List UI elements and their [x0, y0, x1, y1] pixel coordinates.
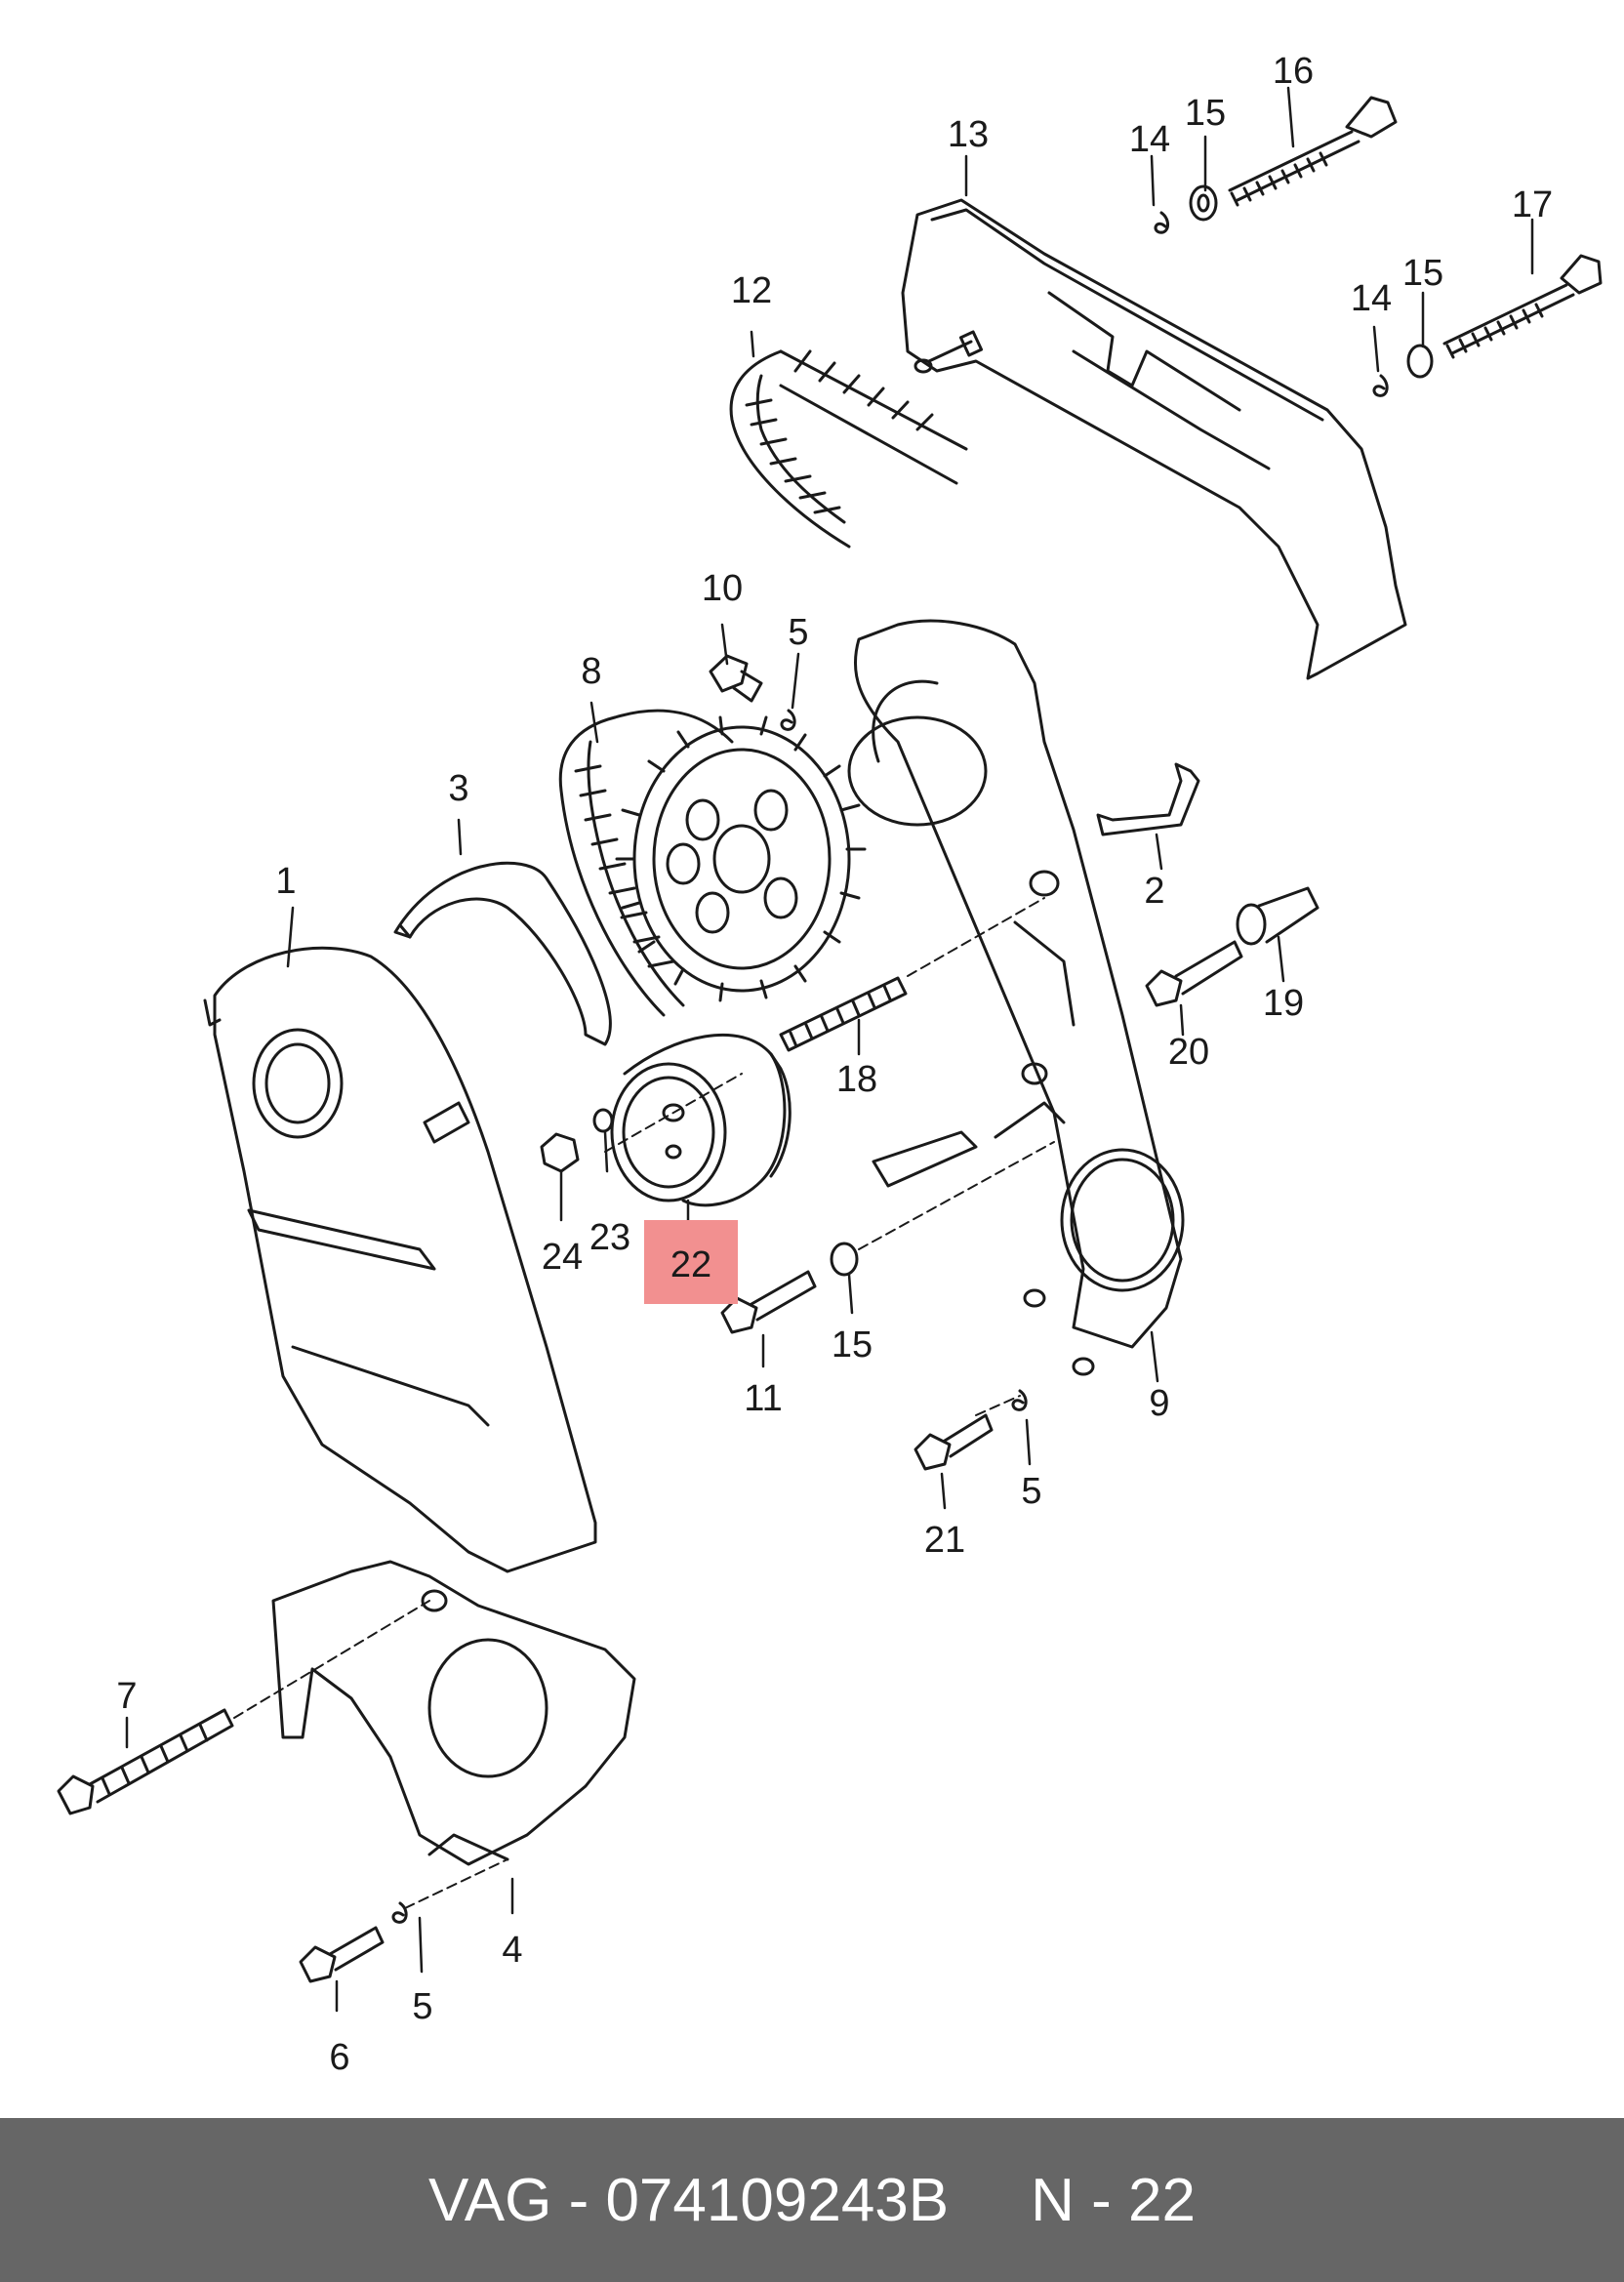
upper-timing-cover [901, 198, 1407, 680]
callout-14-upper: 14 [1129, 119, 1170, 160]
callout-5-top: 5 [788, 612, 808, 653]
callout-23: 23 [589, 1217, 630, 1258]
callout-22: 22 [670, 1244, 711, 1285]
callout-14-right: 14 [1351, 278, 1392, 319]
callout-10: 10 [702, 568, 743, 609]
upper-bolt-16 [1228, 96, 1398, 207]
lower-shield-4 [271, 1560, 636, 1866]
callout-15-lower: 15 [832, 1324, 873, 1365]
bolt-6 [299, 1926, 385, 1983]
callout-17: 17 [1512, 184, 1553, 225]
highlight-box [644, 1220, 738, 1304]
upper-bolt-17 [1442, 254, 1603, 359]
parts-diagram: 1 3 8 10 5 12 13 14 15 16 17 14 15 2 19 … [57, 51, 1603, 2078]
belt-guard-3 [393, 861, 612, 1046]
washer-15-right [1406, 344, 1434, 379]
callout-21: 21 [924, 1520, 965, 1561]
timing-belt-upper [729, 349, 968, 549]
reference-label: N - 22 [1031, 2166, 1196, 2234]
callout-13: 13 [948, 114, 989, 155]
callout-20: 20 [1168, 1032, 1209, 1073]
washer-15-lower [830, 1242, 859, 1277]
nut-24 [540, 1132, 580, 1173]
washer-15-upper [1189, 184, 1218, 222]
callout-4: 4 [502, 1930, 522, 1971]
spring-washer-5-top [780, 709, 796, 731]
callout-18: 18 [836, 1059, 877, 1100]
tensioner-pulley-22 [610, 1033, 792, 1207]
spring-washer-5-lower [391, 1901, 408, 1924]
callout-12: 12 [731, 270, 772, 311]
callout-labels: 1 3 8 10 5 12 13 14 15 16 17 14 15 2 19 … [116, 51, 1553, 2078]
part-number-label: VAG - 074109243B [428, 2166, 950, 2234]
callout-8: 8 [581, 651, 601, 692]
stud-18 [779, 976, 908, 1052]
timing-belt-lower [558, 709, 734, 1017]
rear-timing-plate [847, 619, 1185, 1376]
callout-5-right: 5 [1021, 1471, 1041, 1512]
spring-washer-14-right [1372, 374, 1389, 397]
bolt-20 [1145, 940, 1243, 1007]
callout-5-lower: 5 [412, 1986, 432, 2027]
timing-belt-exploded-view: 1 3 8 10 5 12 13 14 15 16 17 14 15 2 19 … [57, 51, 1603, 2078]
callout-9: 9 [1149, 1383, 1169, 1424]
callout-16: 16 [1273, 51, 1314, 92]
callout-7: 7 [116, 1676, 137, 1717]
alignment-lines [233, 897, 1055, 1909]
clip-2 [1096, 762, 1200, 836]
callout-24: 24 [542, 1237, 583, 1278]
spring-washer-14-upper [1154, 211, 1169, 234]
part-number-footer: VAG - 074109243B N - 22 [0, 2118, 1624, 2282]
callout-1: 1 [275, 861, 296, 902]
long-bolt-7 [57, 1708, 234, 1815]
callout-3: 3 [448, 768, 468, 809]
washer-15-upper-inner [1197, 193, 1210, 213]
washer-23 [592, 1108, 614, 1133]
callout-2: 2 [1144, 871, 1164, 912]
bolt-21 [914, 1413, 994, 1471]
callout-15-upper: 15 [1185, 93, 1226, 134]
leader-lines [125, 86, 1534, 2013]
lower-timing-cover [203, 946, 597, 1573]
callout-11: 11 [744, 1378, 782, 1419]
callout-15-right: 15 [1402, 253, 1443, 294]
bolt-10 [709, 654, 763, 703]
camshaft-sprocket [615, 715, 867, 1002]
callout-6: 6 [329, 2037, 349, 2078]
callout-19: 19 [1263, 983, 1304, 1024]
sleeve-19 [1236, 886, 1320, 946]
spring-washer-5-right [1011, 1389, 1028, 1411]
